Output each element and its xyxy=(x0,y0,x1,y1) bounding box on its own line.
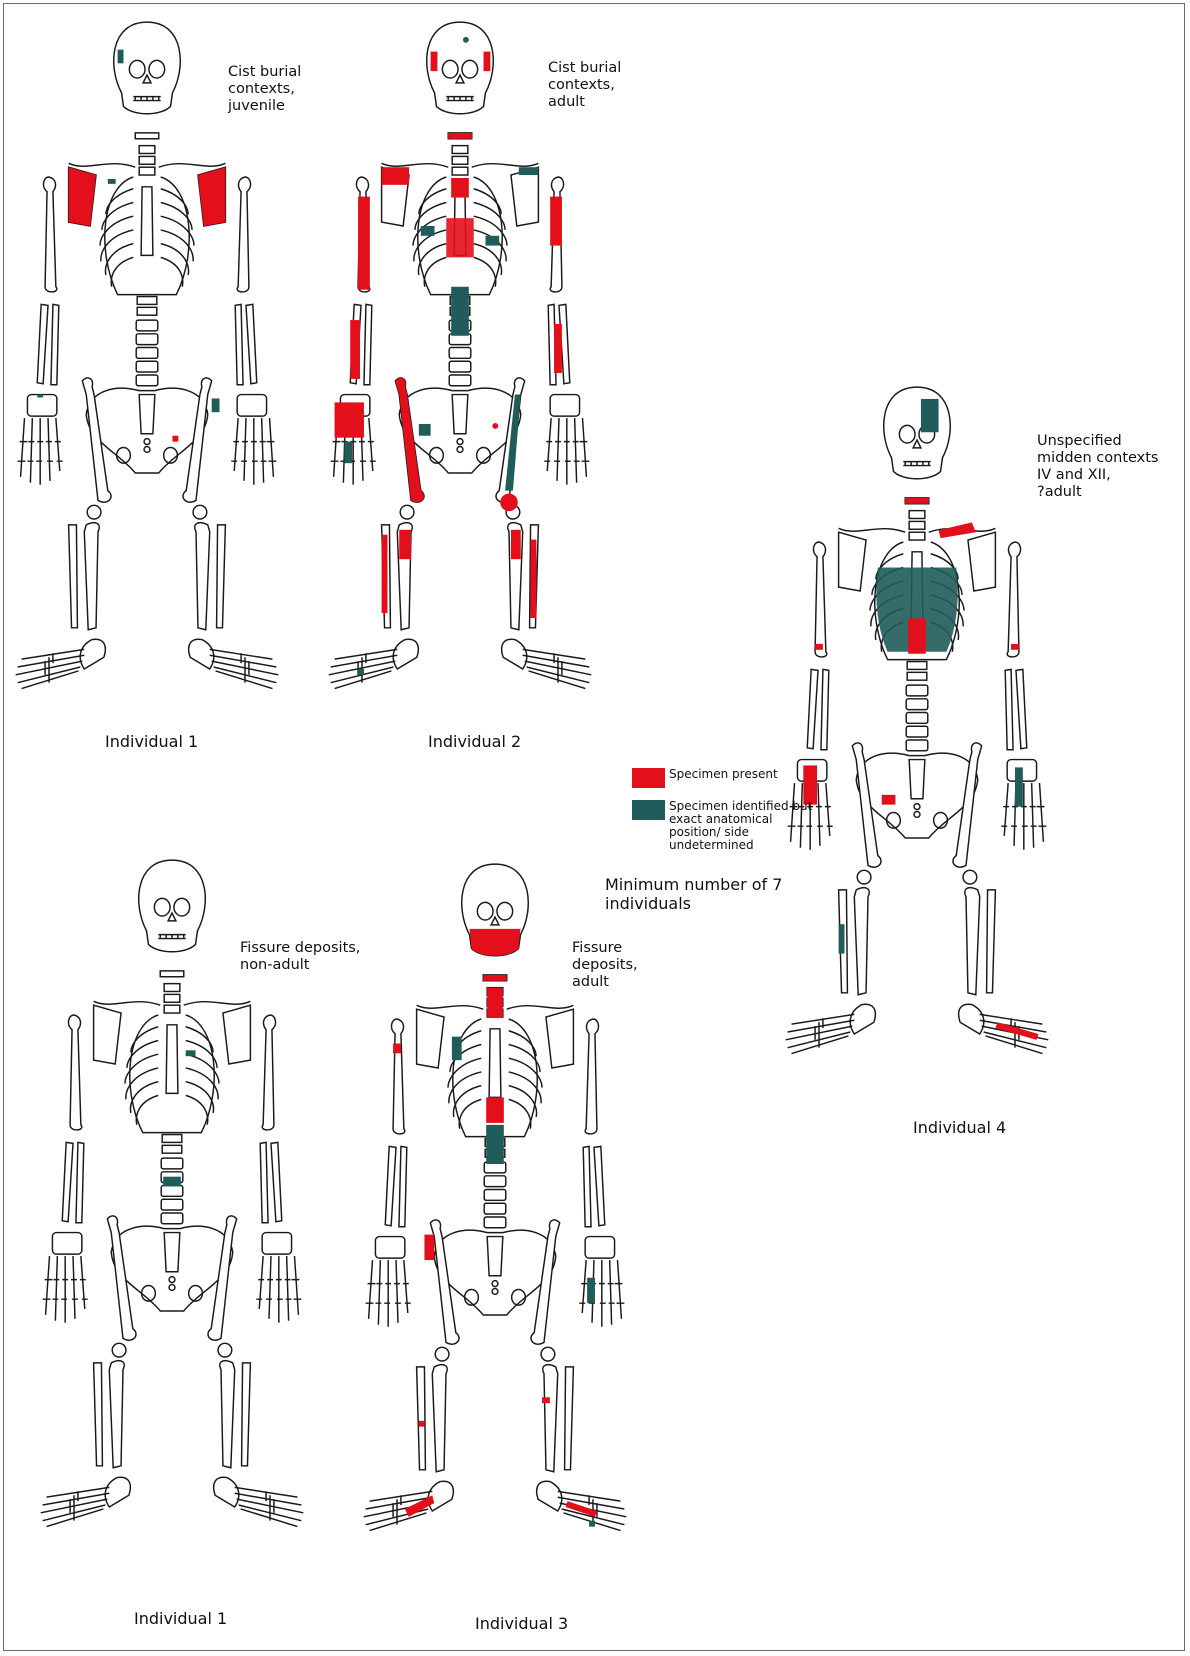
legend-label-present: Specimen present xyxy=(669,768,778,781)
skeleton-individual-1-cist xyxy=(16,22,279,688)
legend-item-present: Specimen present xyxy=(632,768,778,788)
label-individual-1-top: Individual 1 xyxy=(105,732,198,751)
legend-label-undetermined: Specimen identified but exact anatomical… xyxy=(669,800,812,852)
minimum-individuals-note: Minimum number of 7 individuals xyxy=(605,875,782,913)
specimen-marks xyxy=(803,399,1038,1040)
caption-cist-juvenile: Cist burial contexts, juvenile xyxy=(228,64,301,115)
skeleton-individual-4-midden xyxy=(786,387,1049,1053)
legend-swatch-teal xyxy=(632,800,665,820)
legend-item-undetermined: Specimen identified but exact anatomical… xyxy=(632,800,812,852)
caption-fissure-non-adult: Fissure deposits, non-adult xyxy=(240,940,360,974)
legend-swatch-red xyxy=(632,768,665,788)
label-individual-1-bottom: Individual 1 xyxy=(134,1609,227,1628)
label-individual-4: Individual 4 xyxy=(913,1118,1006,1137)
caption-cist-adult: Cist burial contexts, adult xyxy=(548,60,621,111)
label-individual-3: Individual 3 xyxy=(475,1614,568,1633)
skeleton-individual-2-cist xyxy=(329,22,592,688)
label-individual-2: Individual 2 xyxy=(428,732,521,751)
caption-midden: Unspecified midden contexts IV and XII, … xyxy=(1037,433,1159,501)
caption-fissure-adult: Fissure deposits, adult xyxy=(572,940,638,991)
